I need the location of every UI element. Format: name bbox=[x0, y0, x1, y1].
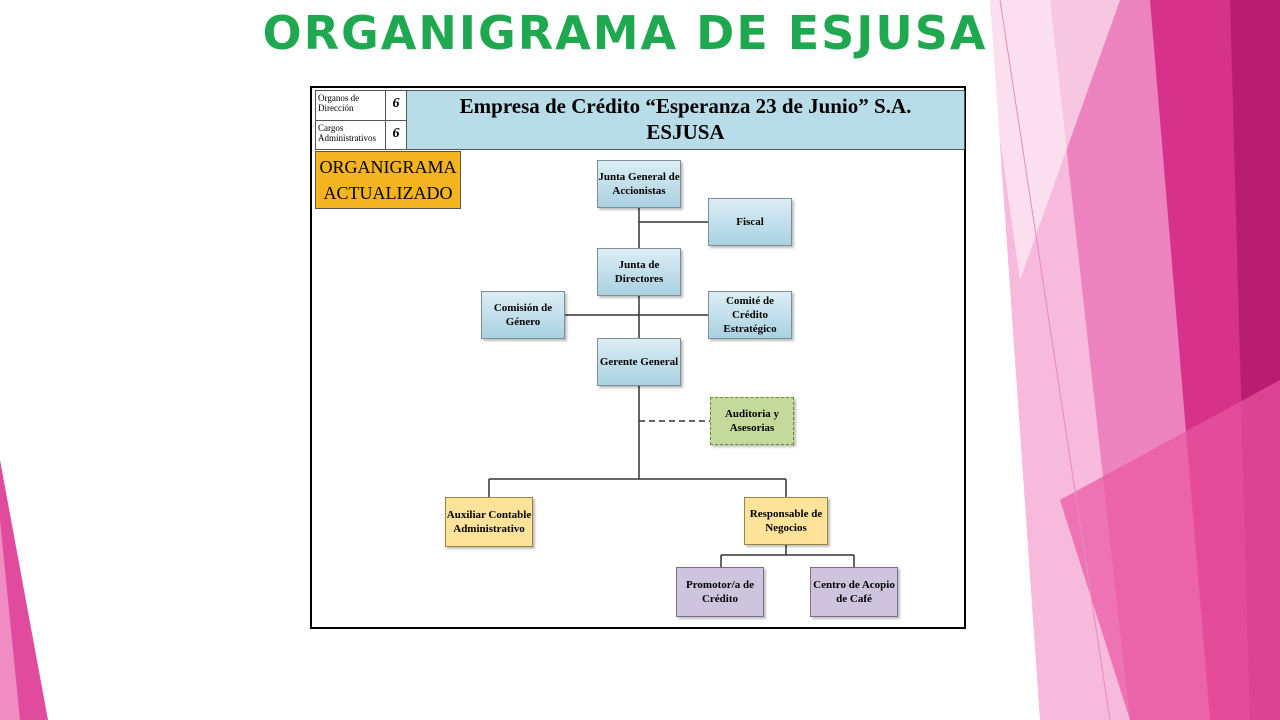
node-auxiliar-contable: Auxiliar Contable Administrativo bbox=[445, 497, 533, 547]
header-counts: Organos de Dirección 6 Cargos Administra… bbox=[316, 91, 407, 149]
organigrama-badge: ORGANIGRAMA ACTUALIZADO bbox=[315, 151, 461, 209]
right-white-facet bbox=[980, 0, 1120, 280]
header-row-cargos: Cargos Administrativos 6 bbox=[316, 120, 407, 149]
right-thin-line bbox=[999, 0, 1111, 720]
header-row-label: Cargos Administrativos bbox=[316, 120, 386, 149]
connector-lines bbox=[488, 208, 855, 567]
node-fiscal: Fiscal bbox=[708, 198, 792, 246]
node-comite-credito: Comité de Crédito Estratégico bbox=[708, 291, 792, 339]
node-junta-general: Junta General de Accionistas bbox=[597, 160, 681, 208]
header-row-direccion: Organos de Dirección 6 bbox=[316, 91, 407, 121]
company-name-line2: ESJUSA bbox=[646, 120, 725, 144]
header-row-count: 6 bbox=[386, 91, 407, 120]
header-row-count: 6 bbox=[386, 120, 407, 149]
node-gerente-general: Gerente General bbox=[597, 338, 681, 386]
header-row-label: Organos de Dirección bbox=[316, 91, 386, 120]
badge-line1: ORGANIGRAMA bbox=[319, 157, 457, 177]
node-centro-acopio: Centro de Acopio de Café bbox=[810, 567, 898, 617]
node-responsable-negocios: Responsable de Negocios bbox=[744, 497, 828, 545]
header-table: Organos de Dirección 6 Cargos Administra… bbox=[315, 90, 965, 150]
badge-line2: ACTUALIZADO bbox=[323, 183, 453, 203]
right-pink-facet bbox=[1060, 380, 1280, 720]
org-chart-frame: Organos de Dirección 6 Cargos Administra… bbox=[310, 86, 966, 629]
company-name-line1: Empresa de Crédito “Esperanza 23 de Juni… bbox=[459, 94, 912, 118]
node-comision-genero: Comisión de Género bbox=[481, 291, 565, 339]
company-name: Empresa de Crédito “Esperanza 23 de Juni… bbox=[407, 91, 964, 149]
node-junta-directores: Junta de Directores bbox=[597, 248, 681, 296]
node-promotor-credito: Promotor/a de Crédito bbox=[676, 567, 764, 617]
left-pink-shape-light bbox=[0, 520, 20, 720]
slide-title: ORGANIGRAMA DE ESJUSA bbox=[262, 6, 988, 60]
node-auditoria: Auditoria y Asesorias bbox=[710, 397, 794, 445]
